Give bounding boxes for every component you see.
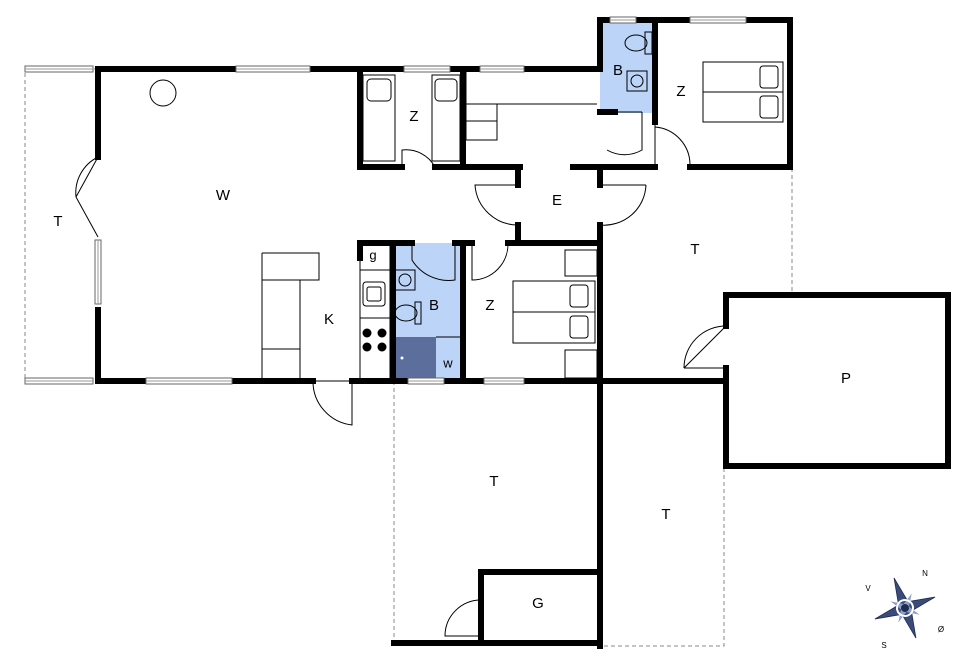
window-bedroom-south bbox=[483, 377, 525, 385]
burner-2 bbox=[377, 328, 387, 338]
window-living-west bbox=[94, 239, 102, 305]
door-bath-central bbox=[411, 243, 456, 281]
door-entrance-west bbox=[474, 184, 519, 226]
sink-north bbox=[626, 70, 648, 92]
room-label-kitchen: K bbox=[324, 311, 334, 328]
wall-annex-outer bbox=[597, 17, 793, 170]
bed-ne-pillow-1 bbox=[759, 65, 779, 89]
room-label-bath-central: B bbox=[429, 297, 439, 314]
kitchen-sink bbox=[362, 281, 386, 307]
window-west-north bbox=[24, 65, 94, 73]
compass-east-label: Ø bbox=[938, 625, 944, 634]
room-label-terrace-west: T bbox=[53, 213, 62, 230]
room-label-bedroom-central: Z bbox=[485, 297, 494, 314]
compass-center-ring bbox=[896, 599, 914, 617]
door-bedroom-ne bbox=[654, 122, 691, 166]
room-label-bath-north: B bbox=[613, 62, 623, 79]
nightstand-central-bottom bbox=[564, 349, 598, 379]
window-living-north bbox=[235, 65, 311, 73]
kitchen-sink-inner bbox=[366, 286, 382, 302]
bed-central-pillow-2 bbox=[569, 315, 589, 339]
sink-north-bowl bbox=[630, 74, 644, 88]
burner-4 bbox=[377, 342, 387, 352]
door-west-double bbox=[75, 156, 99, 238]
bunk-bed-left bbox=[362, 74, 396, 162]
compass-north-label: N bbox=[922, 569, 928, 578]
walls bbox=[95, 17, 951, 649]
door-entrance-east bbox=[599, 184, 647, 226]
burner-3 bbox=[362, 342, 372, 352]
window-bath-south bbox=[407, 377, 445, 385]
door-bunk bbox=[401, 149, 436, 168]
room-label-terrace-southeast: T bbox=[661, 506, 670, 523]
bunk-pillow-right bbox=[434, 78, 458, 102]
wall-carport bbox=[723, 292, 951, 469]
room-label-bedroom-bunks: Z bbox=[409, 108, 418, 125]
hall-closet bbox=[465, 72, 597, 141]
compass-center bbox=[901, 604, 909, 612]
compass-rose bbox=[874, 577, 936, 639]
window-bunk-north bbox=[403, 65, 451, 73]
burner-1 bbox=[362, 328, 372, 338]
room-label-terrace-east: T bbox=[690, 241, 699, 258]
bunk-bed-right bbox=[431, 74, 461, 162]
toilet-north-bowl bbox=[624, 34, 648, 52]
room-labels: T W Z B Z E T K g B w Z P T T G bbox=[53, 62, 851, 612]
bath-north-fill bbox=[600, 20, 655, 113]
kitchen-counter bbox=[359, 242, 391, 380]
bed-central-pillow-1 bbox=[569, 284, 589, 308]
room-label-wardrobe: g bbox=[369, 247, 376, 262]
door-carport bbox=[683, 325, 727, 369]
window-bedroom-ne bbox=[689, 16, 747, 24]
sofa bbox=[261, 252, 320, 350]
washer-dot bbox=[400, 356, 404, 360]
lamp-circle bbox=[149, 79, 177, 107]
toilet-central-tank bbox=[414, 301, 422, 325]
toilet-north-tank bbox=[644, 31, 653, 55]
room-label-washer: w bbox=[442, 355, 453, 370]
room-label-living: W bbox=[216, 187, 231, 204]
windows bbox=[24, 16, 747, 385]
door-bath-north bbox=[606, 111, 643, 156]
bunk-pillow-left bbox=[366, 78, 392, 102]
bed-ne-pillow-2 bbox=[759, 95, 779, 119]
compass-west-label: V bbox=[865, 584, 871, 593]
room-label-carport: P bbox=[841, 370, 851, 387]
room-label-terrace-south: T bbox=[489, 473, 498, 490]
door-shed bbox=[444, 599, 482, 637]
nightstand-central-top bbox=[564, 249, 598, 277]
sink-central-bowl bbox=[398, 273, 412, 287]
window-living-south bbox=[145, 377, 233, 385]
toilet-central-bowl bbox=[394, 304, 418, 322]
door-bedroom-central bbox=[471, 242, 509, 281]
window-hall-north bbox=[479, 65, 525, 73]
room-label-shed: G bbox=[532, 595, 544, 612]
furniture bbox=[149, 31, 784, 380]
terrace-southeast-outline bbox=[602, 468, 725, 647]
doors bbox=[75, 111, 727, 637]
window-west-south bbox=[24, 377, 94, 385]
door-kitchen-south bbox=[312, 380, 353, 426]
room-label-entrance: E bbox=[552, 192, 562, 209]
sink-central bbox=[394, 269, 416, 291]
wall-bunk-room bbox=[357, 66, 405, 170]
room-label-bedroom-ne: Z bbox=[676, 83, 685, 100]
window-bath-north bbox=[609, 16, 637, 24]
compass-south-label: S bbox=[881, 641, 886, 650]
